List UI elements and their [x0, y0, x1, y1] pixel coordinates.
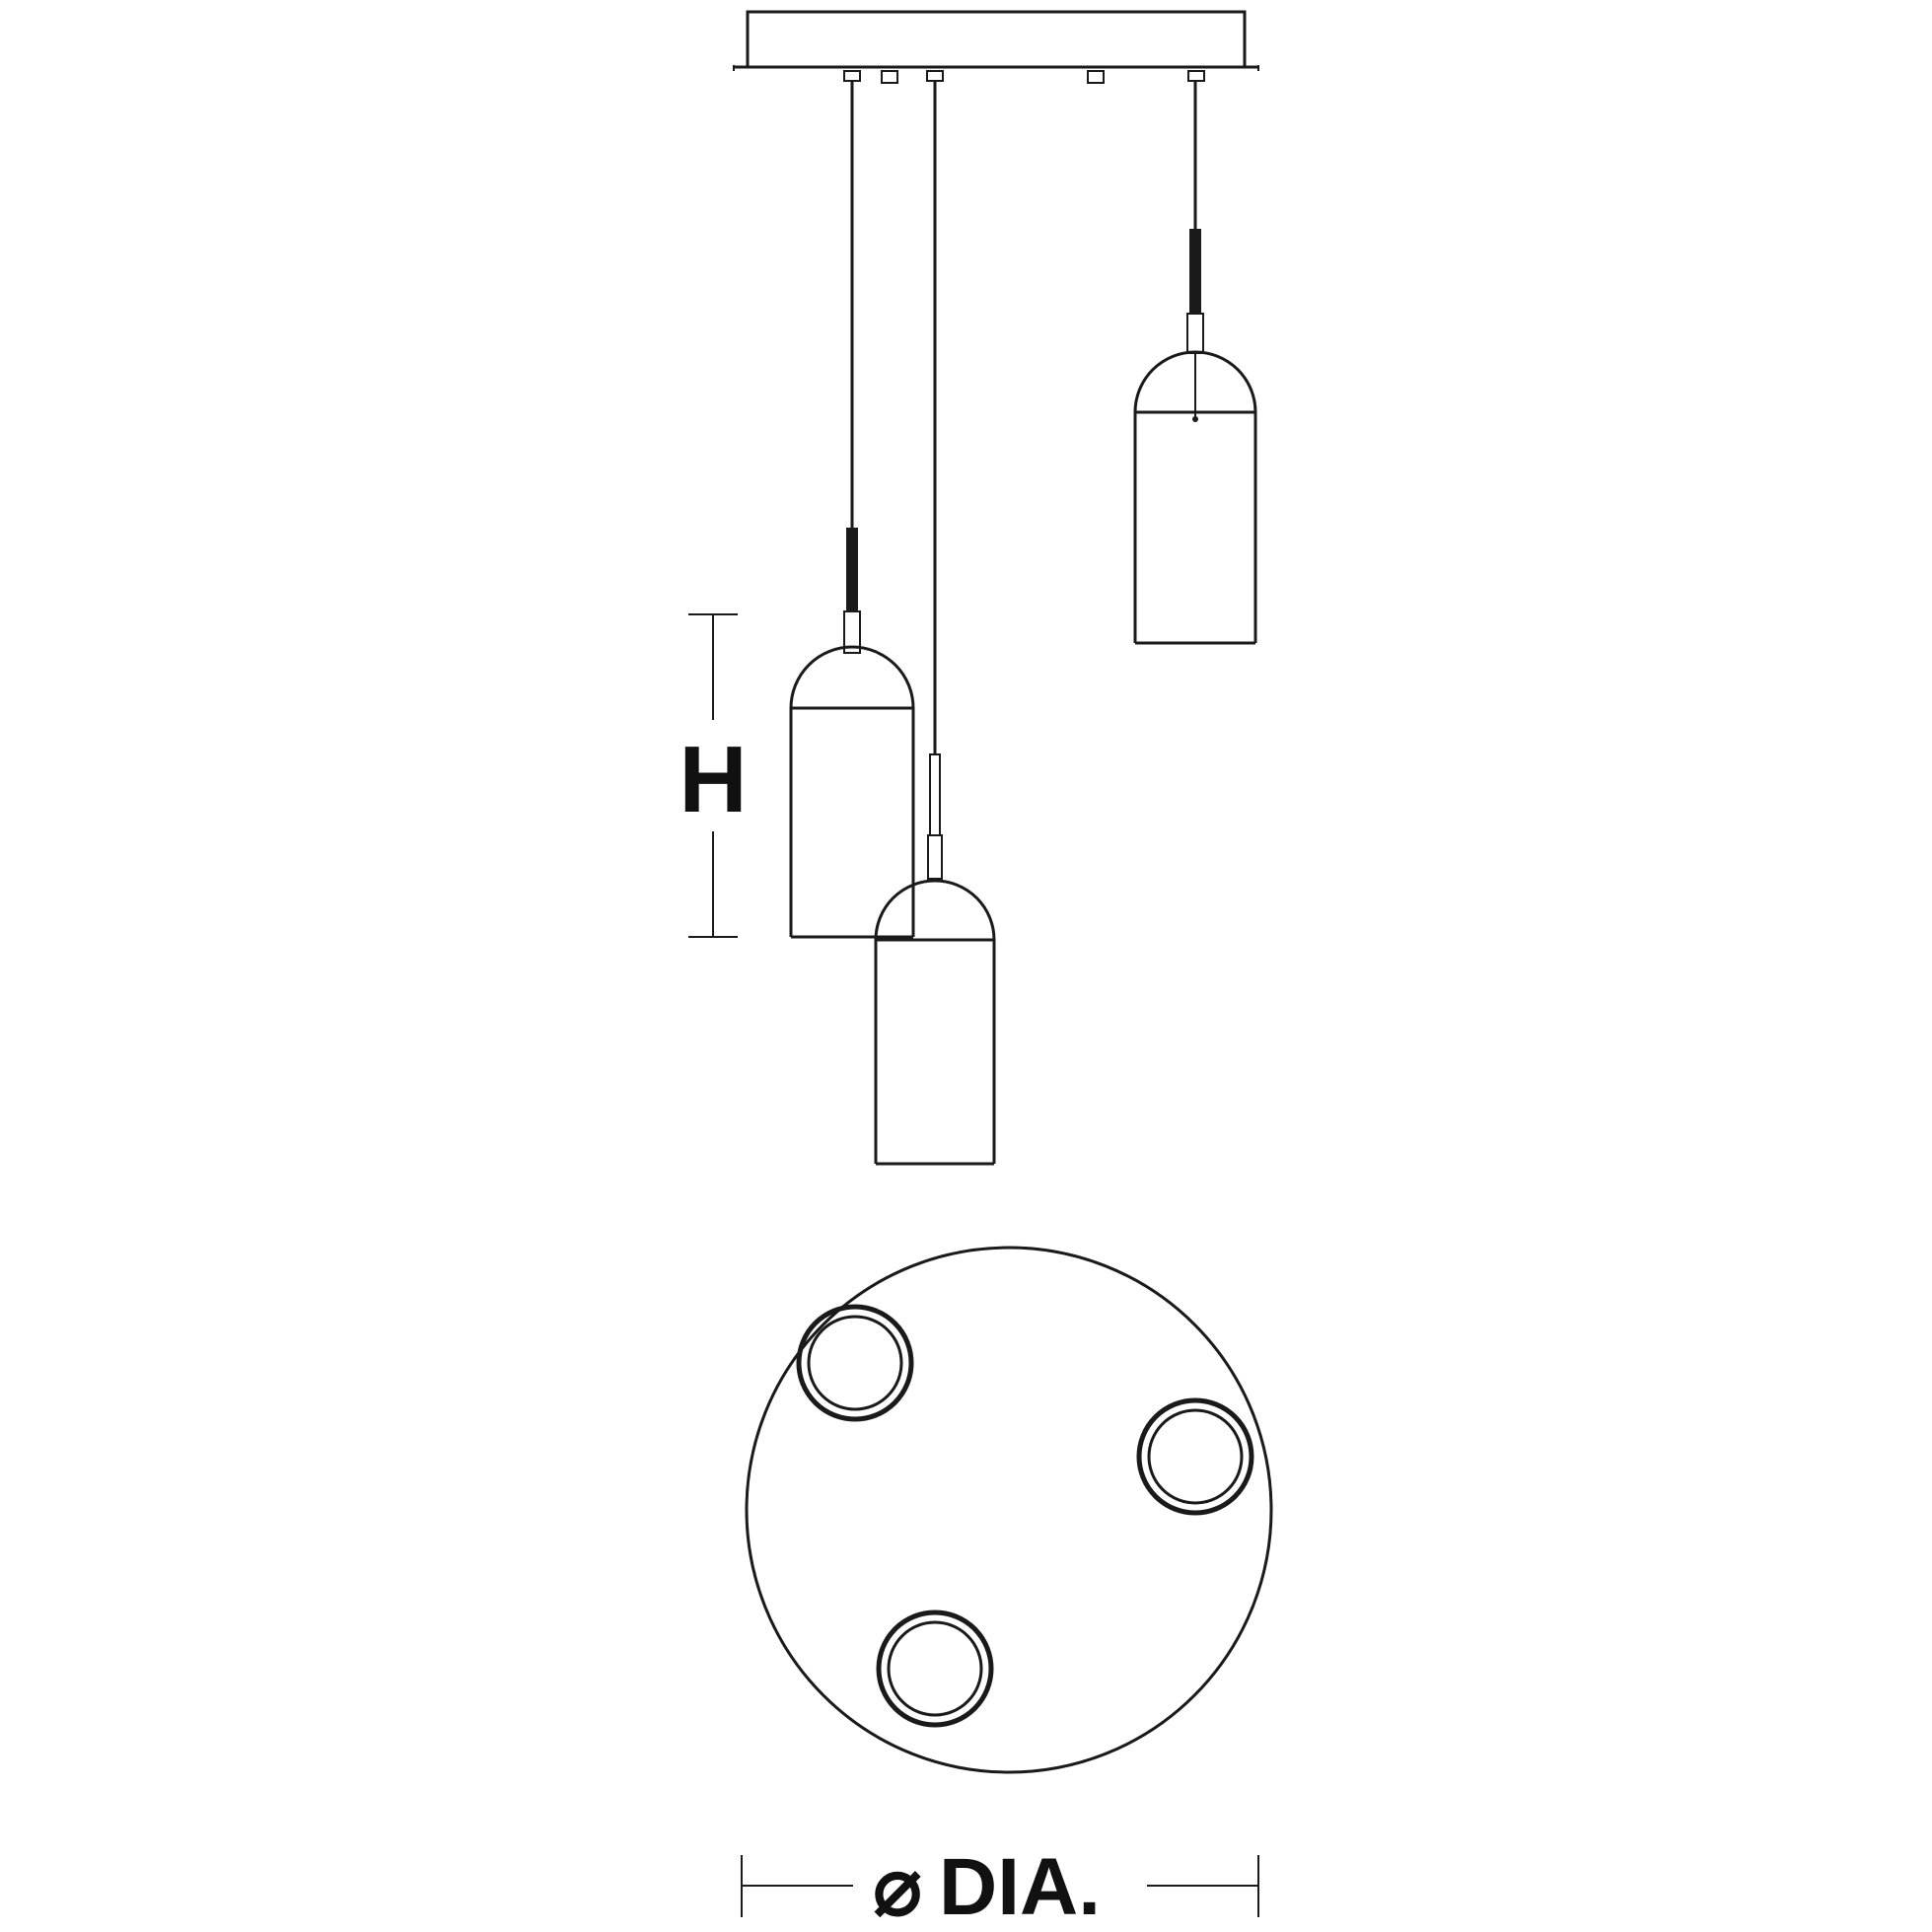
pendant-right: [1133, 81, 1257, 645]
diameter-symbol: ⌀: [873, 1842, 921, 1932]
pendant-left-cord-grip: [846, 528, 858, 611]
pendant-center: [874, 81, 996, 1166]
canopy-port-1: [796, 1304, 914, 1422]
pendant-center-cord-grip: [929, 753, 941, 836]
canopy-top-view: [745, 1246, 1273, 1774]
diameter-label: DIA.: [939, 1842, 1101, 1932]
height-dimension: H: [679, 613, 748, 938]
height-label: H: [679, 727, 747, 832]
canopy-port-3: [876, 1610, 994, 1728]
canopy-side-view: [733, 10, 1259, 84]
pendant-left: [789, 81, 915, 939]
canopy-port-2: [1136, 1397, 1254, 1516]
diameter-dimension: ⌀ DIA.: [741, 1842, 1259, 1932]
canopy-outline: [745, 1246, 1273, 1774]
pendant-right-cord-grip: [1189, 229, 1201, 314]
